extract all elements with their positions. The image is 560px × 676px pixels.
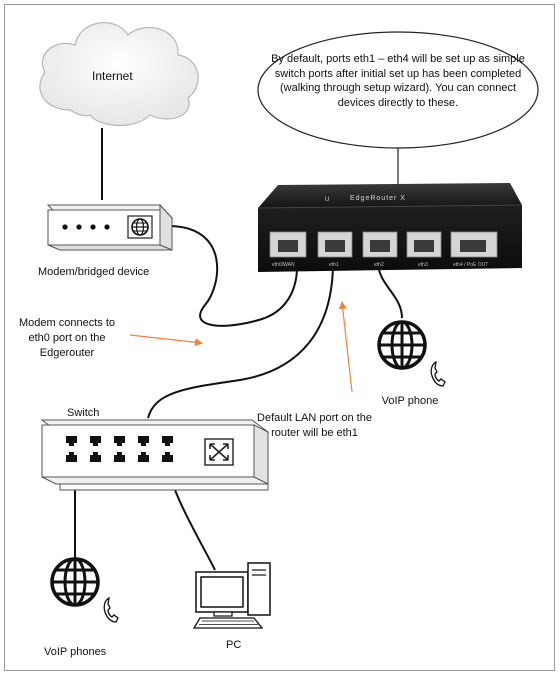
edgerouter-device: U EdgeRouter X eth0/WAN eth1 eth2 eth3 e… (257, 183, 523, 272)
voip-phone-right (377, 320, 446, 387)
router-port-label-eth0: eth0/WAN (272, 262, 295, 268)
voip-phone-label: VoIP phone (381, 395, 439, 407)
cable-router-switch (147, 261, 334, 419)
internet-label: Internet (92, 69, 133, 83)
internet-cloud (39, 22, 199, 127)
voip-phone-left (50, 557, 119, 623)
phone-handset-icon (103, 596, 119, 623)
router-port-label-eth2: eth2 (374, 262, 384, 268)
lan-note-arrow (338, 301, 353, 393)
voip-phones-label: VoIP phones (44, 646, 107, 658)
router-port-label-eth1: eth1 (329, 262, 339, 268)
phone-handset-icon (430, 360, 446, 387)
router-brand: EdgeRouter X (350, 195, 406, 202)
lan-note: Default LAN port on the router will be e… (257, 412, 372, 439)
router-ports (269, 231, 498, 258)
callout-text: By default, ports eth1 – eth4 will be se… (271, 53, 525, 109)
cable-modem-router (167, 225, 299, 327)
pc-device (192, 562, 271, 629)
switch-label: Switch (67, 407, 100, 419)
modem-device (46, 203, 174, 251)
router-port-label-eth3: eth3 (418, 262, 428, 268)
modem-note-arrow (129, 334, 203, 347)
modem-note: Modem connects to eth0 port on the Edger… (19, 317, 115, 359)
router-logo: U (325, 197, 329, 203)
switch-device (40, 419, 270, 491)
switch-symbol-icon (204, 438, 234, 466)
cable-router-voip (377, 261, 403, 319)
pc-label: PC (226, 639, 242, 651)
router-port-label-eth4: eth4 / PoE OUT (453, 262, 488, 268)
modem-label: Modem/bridged device (38, 266, 150, 278)
